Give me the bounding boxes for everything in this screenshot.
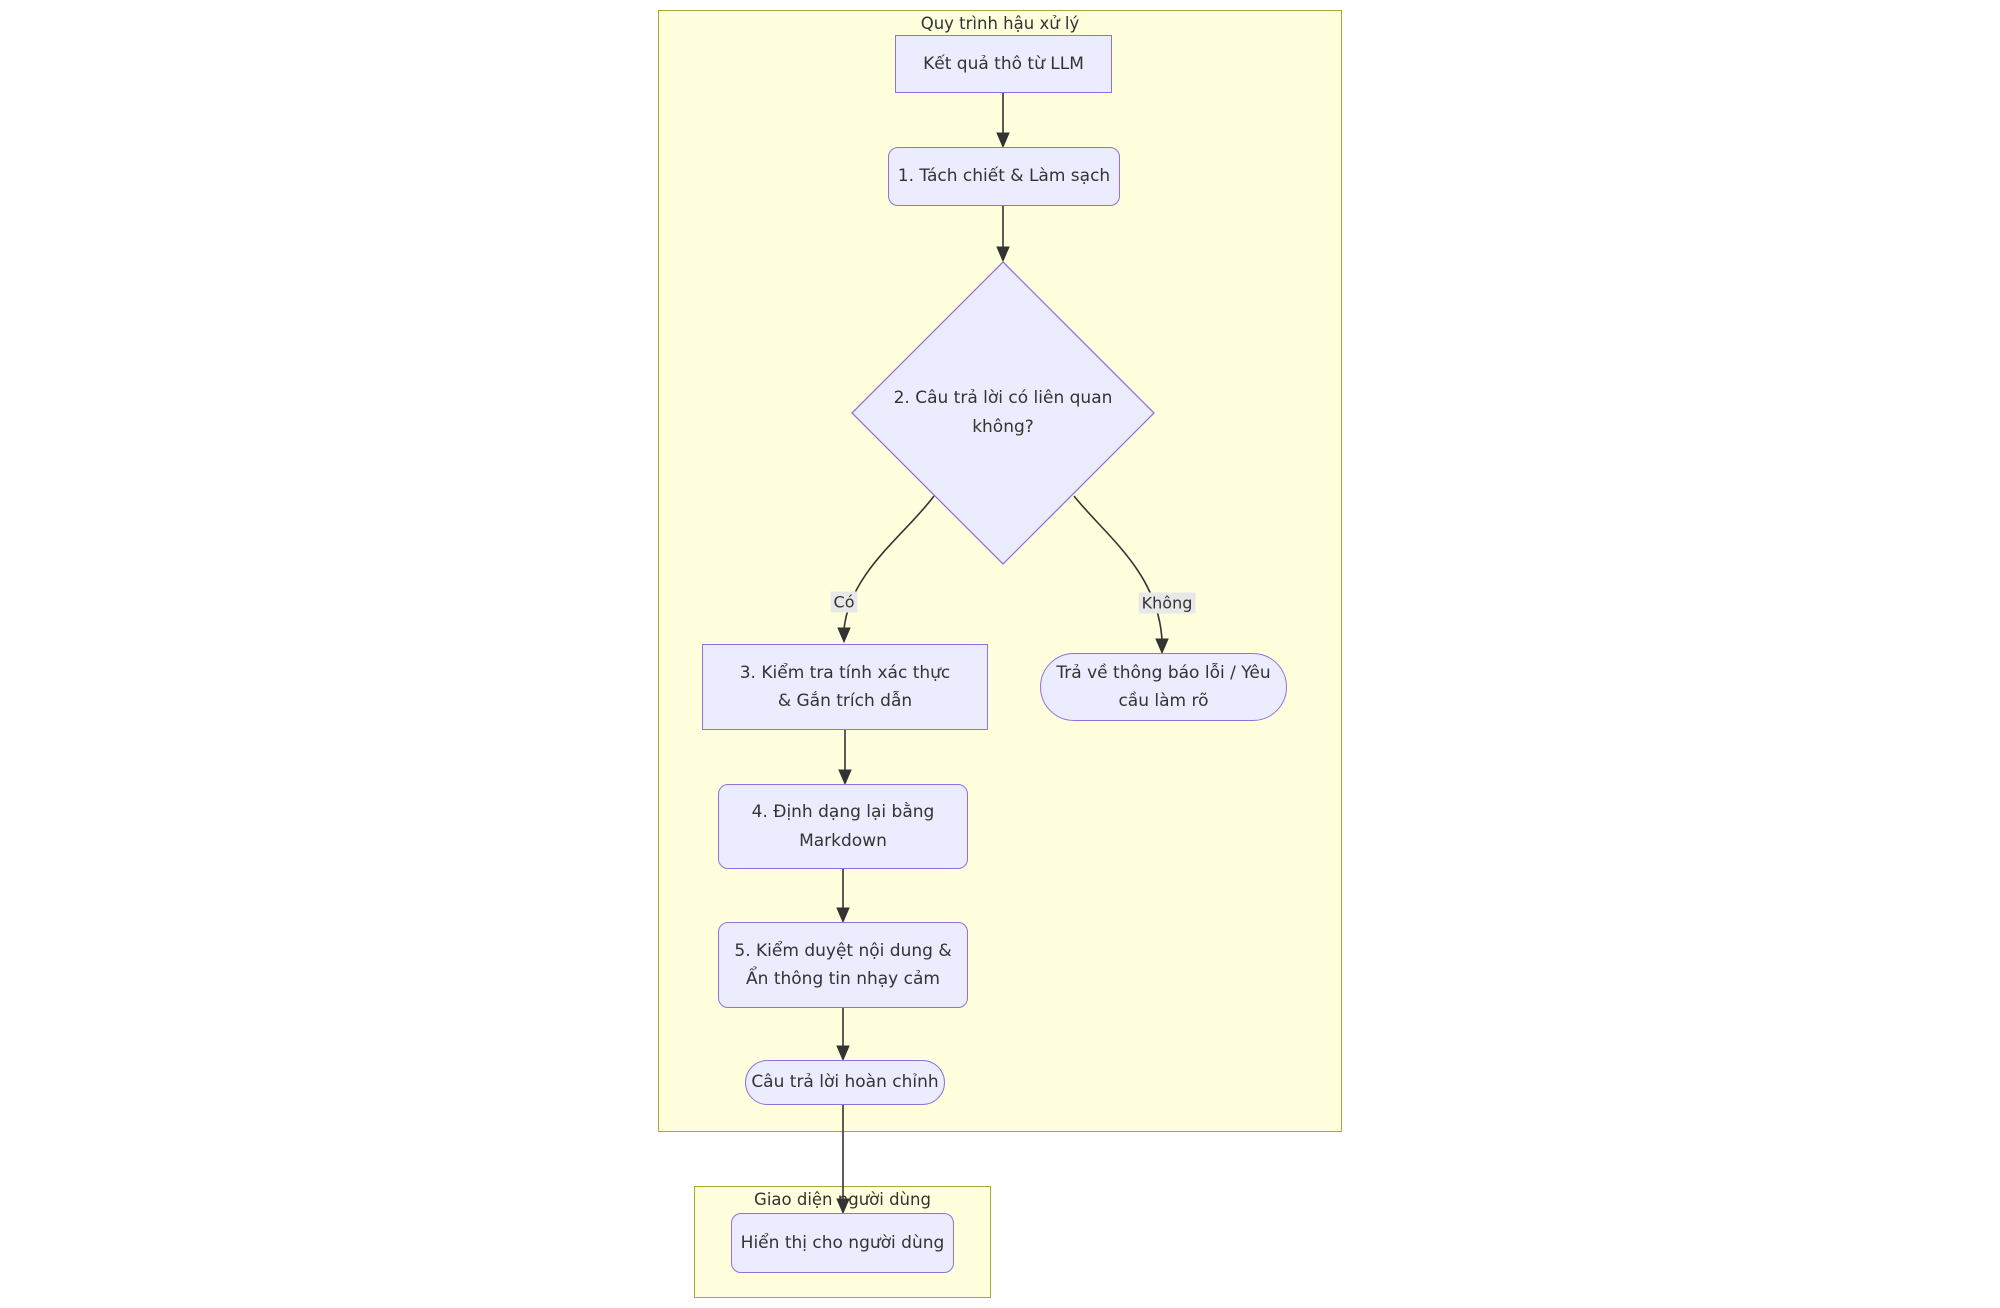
cluster-ui-title: Giao diện người dùng — [754, 1190, 931, 1209]
edge-label-yes: Có — [830, 591, 858, 613]
node-final-answer: Câu trả lời hoàn chỉnh — [745, 1060, 945, 1105]
cluster-postprocessing-title: Quy trình hậu xử lý — [920, 14, 1080, 33]
node-step5-moderation: 5. Kiểm duyệt nội dung & Ẩn thông tin nh… — [718, 922, 968, 1008]
node-raw-llm-output: Kết quả thô từ LLM — [895, 35, 1112, 93]
node-decision-relevance: 2. Câu trả lời có liên quan không? — [893, 388, 1113, 437]
node-step1-extract-clean: 1. Tách chiết & Làm sạch — [888, 147, 1120, 206]
node-step4-markdown-format: 4. Định dạng lại bằng Markdown — [718, 784, 968, 869]
node-error-return: Trả về thông báo lỗi / Yêu cầu làm rõ — [1040, 653, 1287, 721]
node-step3-verify-cite: 3. Kiểm tra tính xác thực & Gắn trích dẫ… — [702, 644, 988, 730]
edge-label-no: Không — [1138, 592, 1196, 614]
node-display-to-user: Hiển thị cho người dùng — [731, 1213, 954, 1273]
